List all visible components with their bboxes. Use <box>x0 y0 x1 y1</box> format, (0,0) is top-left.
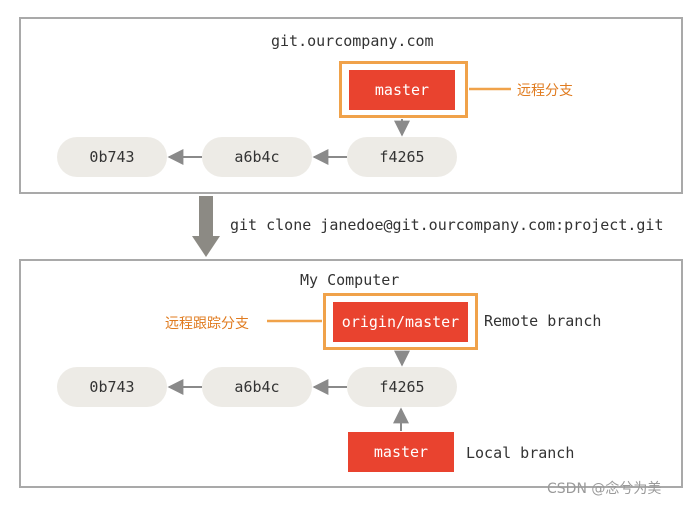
remote-branch-annotation: 远程分支 <box>517 83 573 99</box>
local-master-branch: master <box>348 432 454 472</box>
clone-arrow-head <box>192 236 220 257</box>
local-commit-a6b4c: a6b4c <box>202 367 312 407</box>
origin-master-branch: origin/master <box>333 302 468 342</box>
clone-arrow-shaft <box>199 196 213 238</box>
local-title: My Computer <box>300 271 400 289</box>
remote-branch-highlight <box>339 61 468 118</box>
server-commit-0b743: 0b743 <box>57 137 167 177</box>
server-commit-a6b4c: a6b4c <box>202 137 312 177</box>
remote-tracking-annotation: 远程跟踪分支 <box>165 316 249 332</box>
server-master-branch: master <box>349 70 455 110</box>
local-branch-caption: Local branch <box>466 444 575 462</box>
server-commit-f4265: f4265 <box>347 137 457 177</box>
local-commit-0b743: 0b743 <box>57 367 167 407</box>
remote-tracking-branch-highlight <box>323 293 478 350</box>
clone-command: git clone janedoe@git.ourcompany.com:pro… <box>230 216 664 234</box>
remote-branch-caption: Remote branch <box>484 312 602 330</box>
server-title: git.ourcompany.com <box>271 32 434 50</box>
local-commit-f4265: f4265 <box>347 367 457 407</box>
csdn-watermark: CSDN @念兮为美 <box>547 481 662 497</box>
